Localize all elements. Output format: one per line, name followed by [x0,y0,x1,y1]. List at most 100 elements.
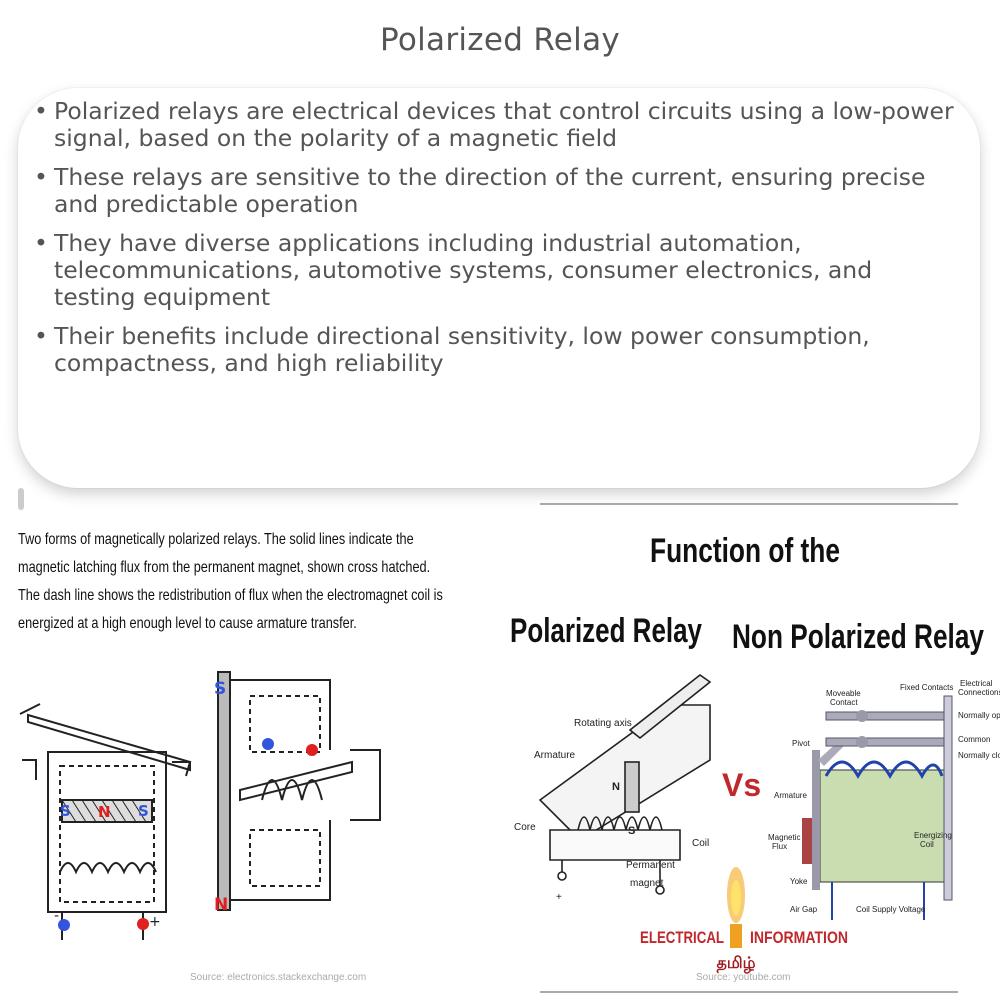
coil-loops [824,760,944,780]
label-connections: Connections [958,688,1000,697]
minus-label: - [54,908,59,924]
label-fixed-contacts: Fixed Contacts [900,683,953,692]
fixed-contact-upper [825,711,947,721]
armature-tip [19,703,41,715]
right-figure: Function of the Polarized Relay Non Pola… [500,500,1000,1000]
label-permanent: Permanent [626,860,675,871]
bullet-item: These relays are sensitive to the direct… [30,164,960,218]
moveable-contact [856,710,868,722]
label-electrical: Electrical [960,679,993,688]
bullet-item: Their benefits include directional sensi… [30,323,960,377]
pole-label-s: S [60,802,71,820]
terminal-circle [557,871,567,881]
bullet-item: Polarized relays are electrical devices … [30,98,960,152]
upper-flux-loop [249,695,321,753]
permanent-magnet [61,799,153,823]
label-air-gap: Air Gap [790,905,818,914]
right-relay-diagram: Function of the Polarized Relay Non Pola… [510,503,1000,993]
label-magnetic: Magnetic [768,833,800,842]
label-armature: Armature [534,750,576,761]
yoke [812,750,820,890]
armature-bar [239,760,353,802]
non-polarized-heading: Non Polarized Relay [732,618,984,656]
label-rotating-axis: Rotating axis [574,718,632,729]
pole-label-n: N [98,803,111,821]
label-s: S [628,825,635,837]
brand-electrical: ELECTRICAL [640,928,724,947]
card-edge-mark [18,488,24,510]
connection-post [943,695,953,901]
common-contact [856,736,868,748]
lower-yoke [230,820,331,901]
caption-line: energized at a high enough level to caus… [18,615,357,632]
label-plus: + [556,892,562,903]
label-magnet: magnet [630,878,664,889]
left-figure: Two forms of magnetically polarized rela… [0,500,500,1000]
pole-label-s: S [138,802,149,820]
label-contact: Contact [830,698,858,707]
source-credit: Source: youtube.com [696,972,791,983]
red-terminal-dot [306,744,318,756]
brand-tamil: தமிழ் [716,953,755,973]
brand-information: INFORMATION [750,928,848,947]
caption-line: The dash line shows the redistribution o… [18,587,443,604]
polarized-heading: Polarized Relay [510,612,702,650]
right-contact [172,761,192,777]
pole-label-s: S [214,679,226,699]
caption-line: Two forms of magnetically polarized rela… [18,531,414,548]
caption-line: magnetic latching flux from the permanen… [18,559,430,576]
label-armature: Armature [774,791,807,800]
magnet-hatching [61,799,147,823]
candle-body [730,924,742,948]
upper-yoke [230,679,331,750]
vertical-magnet [217,671,231,911]
left-relay-diagram: Two forms of magnetically polarized rela… [18,531,443,983]
terminal-circle [655,885,665,895]
minus-terminal-dot [58,919,70,931]
figure-heading: Function of the [650,532,840,570]
fixed-contact-lower [825,737,947,747]
flame-core [731,880,741,916]
pole-label-n: N [214,895,228,915]
label-coil: Coil [920,840,934,849]
coil-windings [59,862,157,875]
label-coil-supply: Coil Supply Voltage [856,905,926,914]
page-title: Polarized Relay [379,22,621,58]
label-normally-closed: Normally closed [958,751,1000,760]
label-n: N [612,781,620,793]
label-energizing: Energizing [914,831,952,840]
bullet-list: Polarized relays are electrical devices … [30,98,960,389]
coil-windings [577,816,663,831]
label-normally-open: Normally open [958,711,1000,720]
flux-dash-loop [59,765,155,903]
armature-bar [27,713,191,772]
permanent-magnet [624,761,640,813]
brand-logo: ELECTRICAL INFORMATION தமிழ் [640,867,848,973]
relay-one [19,703,192,940]
core-base [549,829,681,861]
coil-windings [261,779,323,801]
label-core: Core [514,822,536,833]
label-moveable: Moveable [826,689,861,698]
lower-flux-loop [249,829,321,887]
polarized-relay-drawing [538,674,712,895]
label-common: Common [958,735,990,744]
left-contact [22,759,37,780]
magnetic-flux-block [802,818,812,864]
bullet-item: They have diverse applications including… [30,230,960,311]
label-pivot: Pivot [792,739,811,748]
label-yoke: Yoke [790,877,808,886]
non-polarized-relay-drawing [802,695,953,920]
plus-label: + [149,914,161,930]
relay-frame [47,751,167,913]
blue-terminal-dot [262,738,274,750]
source-credit: Source: electronics.stackexchange.com [190,972,366,983]
label-coil: Coil [692,838,709,849]
plus-terminal-dot [137,918,149,930]
energizing-coil-body [819,769,945,883]
vs-label: Vs [722,767,761,803]
armature-top [628,674,712,740]
output-contact [350,749,381,821]
label-flux: Flux [772,842,787,851]
relay-two [217,671,381,911]
